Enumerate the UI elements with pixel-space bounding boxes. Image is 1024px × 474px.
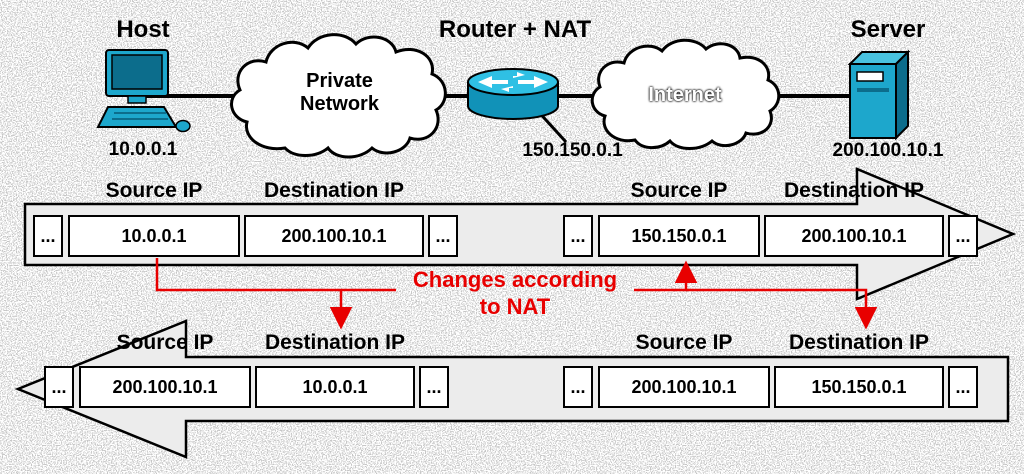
outbound-public-destination-header: Destination IP	[783, 179, 925, 202]
inbound-public-source-header: Source IP	[635, 331, 733, 354]
inbound-private-source-ip: 200.100.10.1	[79, 366, 251, 408]
router-ip-pointer-line	[533, 106, 568, 144]
router-nat-icon	[467, 68, 559, 120]
packet-ellipsis: ...	[33, 215, 63, 257]
annotation-arrow-to-inbound-public-destination	[686, 288, 878, 330]
inbound-private-destination-ip: 10.0.0.1	[255, 366, 415, 408]
outbound-private-source-header: Source IP	[105, 179, 203, 202]
inbound-public-destination-ip: 150.150.0.1	[774, 366, 944, 408]
server-title: Server	[850, 16, 926, 43]
private-network-label-line2: Network	[300, 93, 379, 115]
host-title: Host	[116, 16, 170, 43]
packet-ellipsis: ...	[44, 366, 74, 408]
internet-label: Internet	[648, 84, 722, 106]
host-ip: 10.0.0.1	[108, 139, 178, 160]
packet-ellipsis: ...	[563, 215, 593, 257]
host-computer-icon	[96, 49, 191, 133]
nat-change-annotation-line2: to NAT	[479, 294, 551, 319]
router-title: Router + NAT	[438, 16, 592, 43]
nat-change-annotation: Changes according to NAT	[390, 266, 640, 320]
private-network-label: Private Network	[272, 70, 407, 116]
nat-change-annotation-line1: Changes according	[412, 267, 618, 292]
packet-ellipsis: ...	[948, 215, 978, 257]
server-icon	[847, 49, 911, 141]
outbound-public-source-ip: 150.150.0.1	[598, 215, 760, 257]
inbound-public-source-ip: 200.100.10.1	[598, 366, 770, 408]
packet-ellipsis: ...	[419, 366, 449, 408]
outbound-private-destination-ip: 200.100.10.1	[244, 215, 424, 257]
inbound-private-destination-header: Destination IP	[264, 331, 406, 354]
server-ip: 200.100.10.1	[832, 140, 944, 161]
packet-ellipsis: ...	[428, 215, 458, 257]
packet-ellipsis: ...	[948, 366, 978, 408]
inbound-public-destination-header: Destination IP	[788, 331, 930, 354]
annotation-line-from-private-source	[155, 258, 396, 292]
annotation-arrow-to-public-source	[634, 260, 698, 292]
outbound-public-destination-ip: 200.100.10.1	[764, 215, 944, 257]
inbound-private-source-header: Source IP	[116, 331, 214, 354]
private-network-label-line1: Private	[306, 70, 373, 92]
outbound-public-source-header: Source IP	[630, 179, 728, 202]
outbound-private-destination-header: Destination IP	[263, 179, 405, 202]
packet-ellipsis: ...	[563, 366, 593, 408]
router-ip: 150.150.0.1	[522, 140, 623, 161]
outbound-private-source-ip: 10.0.0.1	[68, 215, 240, 257]
